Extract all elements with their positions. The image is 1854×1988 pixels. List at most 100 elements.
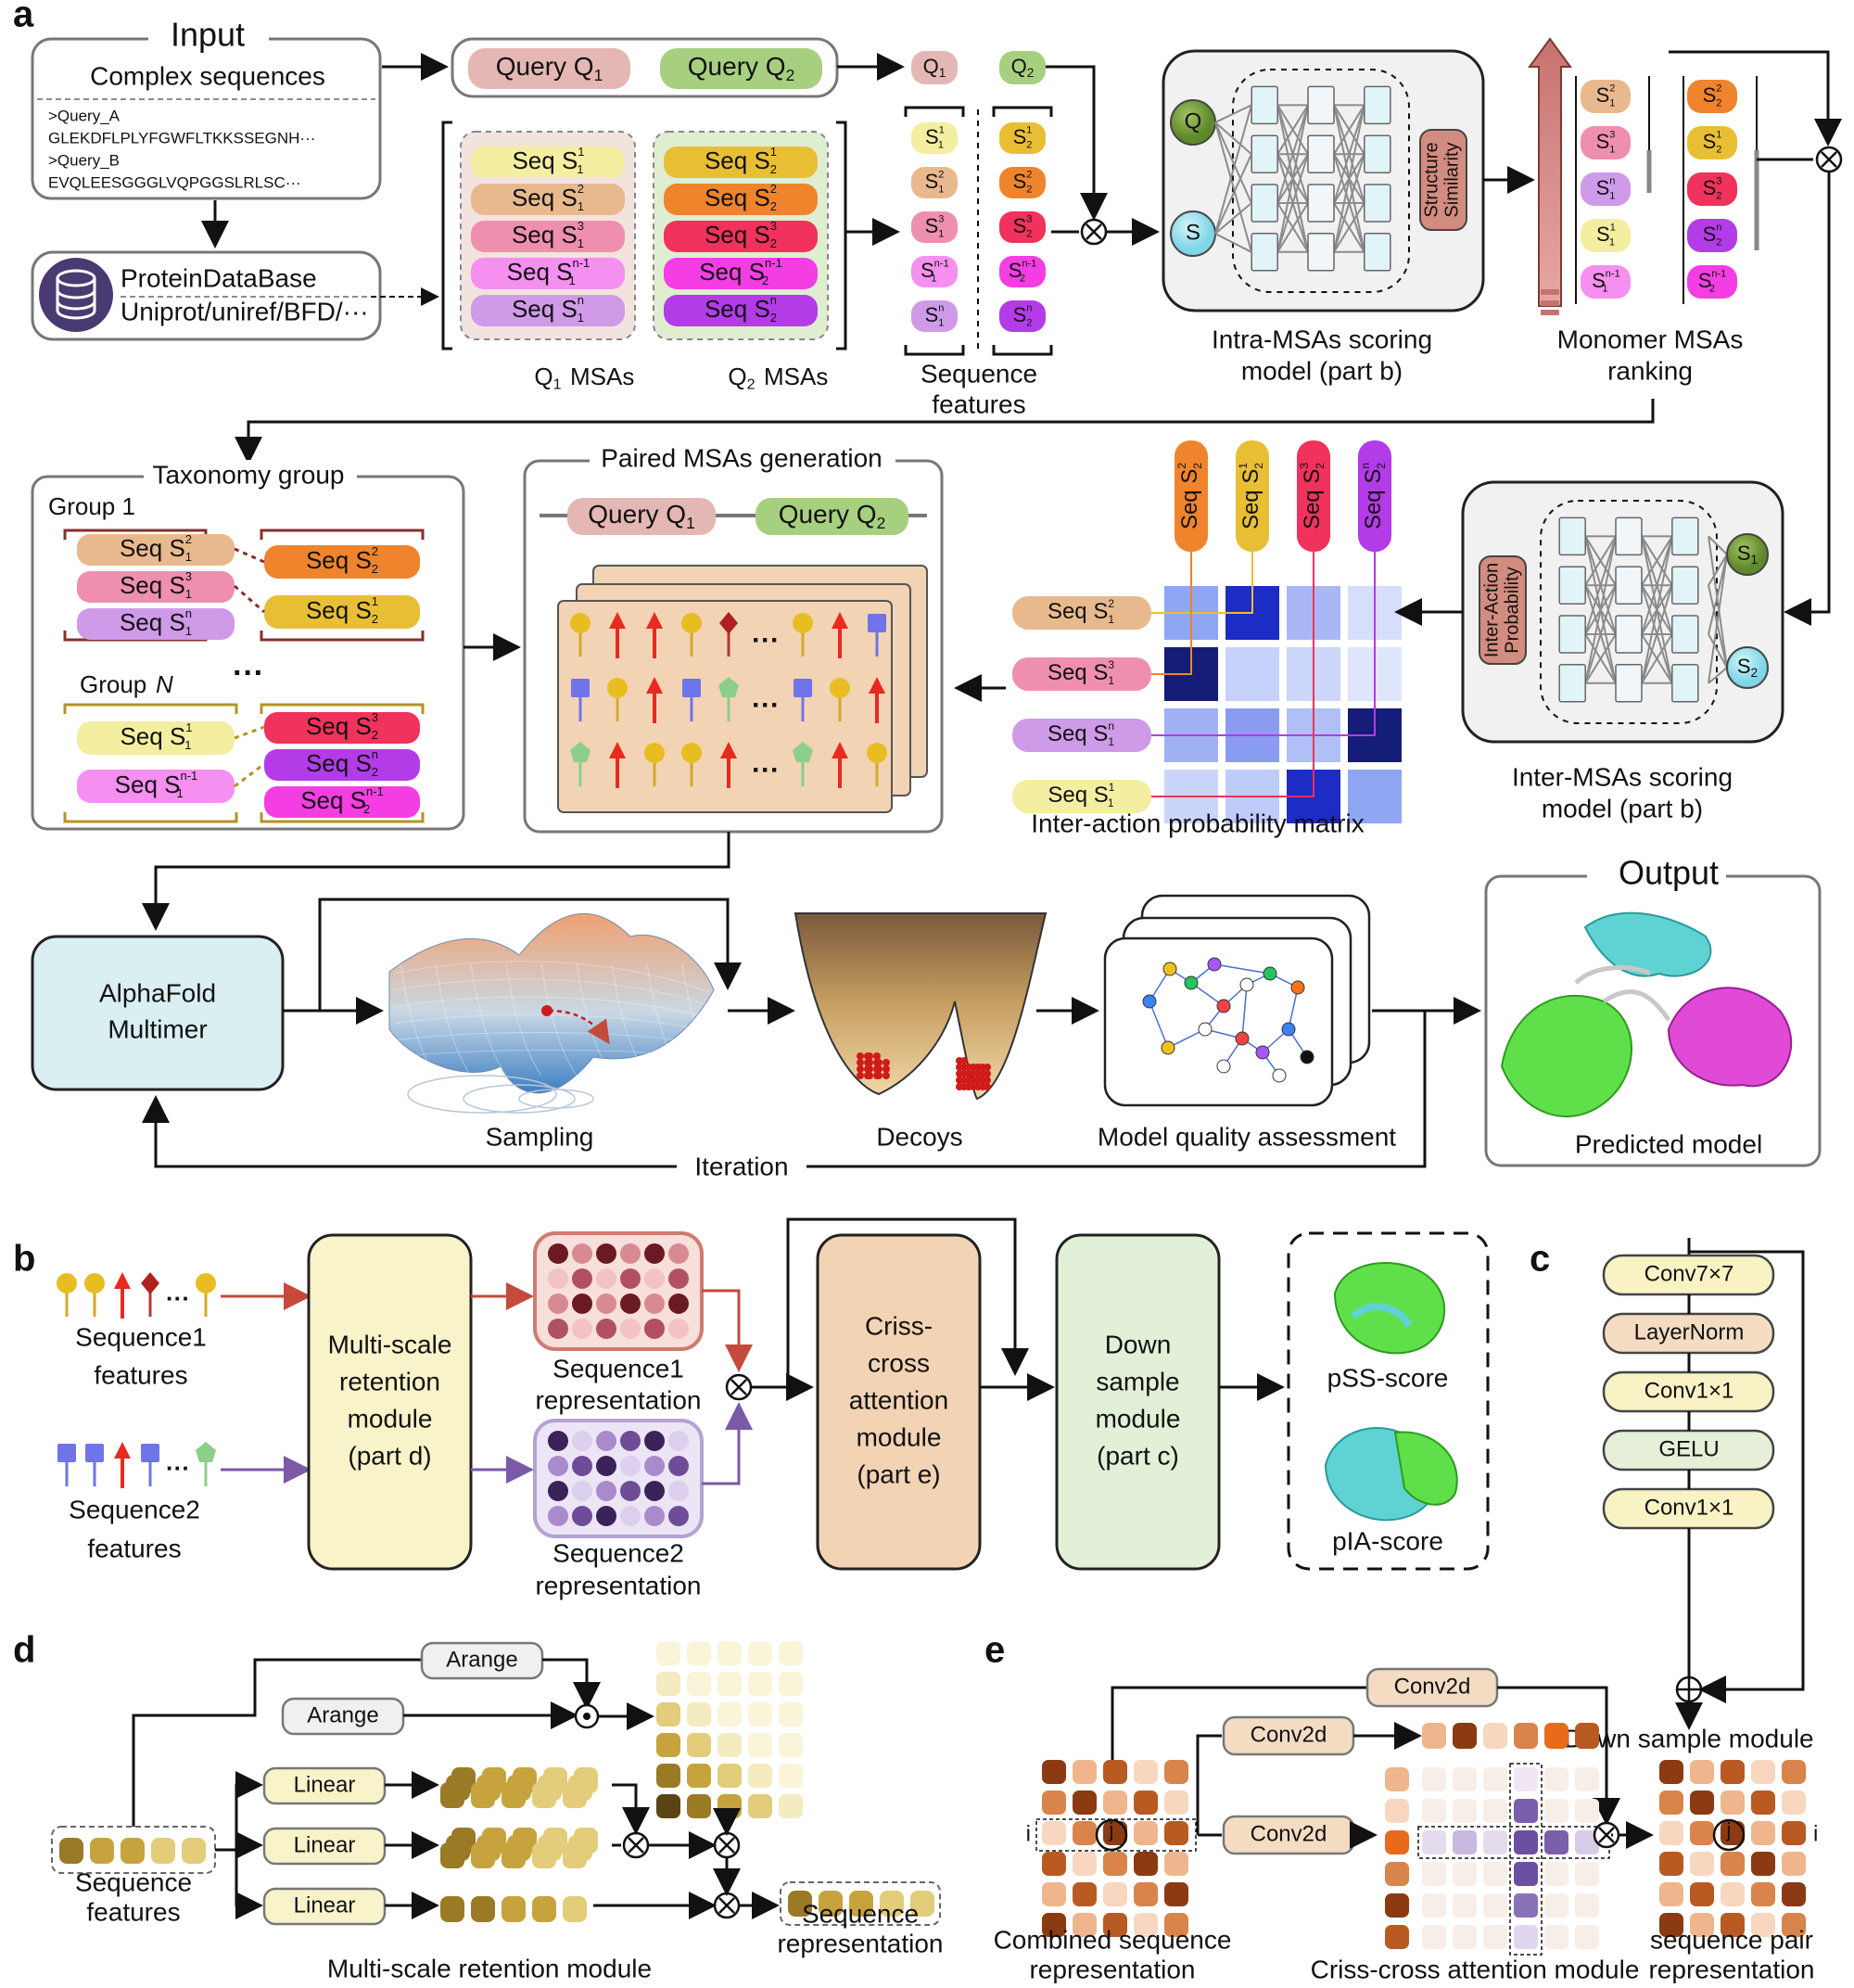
multiply-cross [730,1379,747,1395]
graph-node [1290,980,1305,995]
network-node [1671,516,1699,556]
qk-token [471,1782,495,1808]
multiply-operator [713,1892,741,1919]
network-node [1558,615,1586,654]
network-edge [1333,104,1365,155]
glyph-ball [644,743,665,763]
decay-cell [779,1794,803,1818]
network-edge [1276,202,1309,253]
model-output-label: S2 [1737,655,1758,680]
input-sequence-line: EVQLEESGGGLVQPGGSLRLSC··· [48,173,301,191]
sampling-point [541,1005,552,1016]
qk-token [502,1782,526,1808]
pill-shape [999,122,1046,154]
decay-cell [656,1672,680,1696]
network-node [1558,664,1586,703]
decay-cell [748,1672,772,1696]
pair-cell [1659,1760,1683,1784]
model-input-label: S [1186,220,1200,245]
add-operator [1678,1678,1700,1701]
q2-msa-label: MSAs [764,363,828,390]
pss-structure [1351,1303,1413,1329]
decoy-point [883,1072,890,1079]
network-node [1307,184,1335,223]
e-key-token [1575,1723,1599,1749]
feature-q2: Q2 [999,51,1046,84]
e-attention-cell [1514,1767,1538,1791]
glyph-ball [793,613,813,633]
glyph-ball [84,1273,105,1293]
graph-node [1161,1040,1175,1055]
representation-dot [548,1243,568,1264]
landscape-gridline [505,963,542,1077]
e-attention-cell [1422,1799,1446,1823]
network-node [1558,516,1586,556]
v-token [440,1896,464,1922]
pill-shape [911,51,958,84]
funnel-shape [794,912,1048,1101]
model-input-label: Q [1185,108,1202,134]
multiply-cross [1821,151,1837,168]
alphafold-label: AlphaFold [99,978,216,1007]
glyph-square [85,1444,104,1462]
network-edge [1708,667,1728,684]
pair-cell [1073,1821,1097,1845]
representation-dot [596,1293,616,1314]
conv-top: Conv2d [1365,1667,1499,1708]
decay-cell [717,1641,742,1665]
decay-cell [748,1702,772,1727]
e-attention-cell [1544,1767,1568,1791]
pair-cell [1782,1821,1806,1845]
network-node [1615,615,1643,654]
e-attention-cell [1514,1799,1538,1823]
network-node [1671,664,1699,703]
network-edge [1214,121,1252,204]
network-edge [1276,105,1309,253]
decay-cell [748,1641,772,1665]
network-node [1251,233,1278,272]
pair-cell [1721,1821,1745,1845]
seq1-features-label: features [94,1360,187,1389]
qk-token [532,1842,556,1868]
e-attention-cell [1422,1925,1446,1949]
conv-top-label: Conv2d [1394,1674,1471,1699]
v-token [502,1896,526,1922]
decay-cell [687,1794,711,1818]
pair-cell [1103,1913,1127,1937]
landscape-gridline [611,963,648,1077]
panel-letter-e: e [984,1630,1005,1671]
network-edge [1214,104,1252,123]
representation-dot [620,1293,641,1314]
cca-box-label: Criss- [865,1311,933,1340]
e-index-i: i [1026,1821,1031,1846]
e-mid-caption: Criss-cross attention module [1311,1955,1640,1983]
arange-2: Arange [281,1697,405,1736]
pill-shape [567,498,716,535]
graph-edge [1288,987,1299,1030]
e-attention-cell [1453,1767,1477,1791]
e-attention-cell [1514,1830,1538,1854]
e-query-token [1385,1799,1409,1823]
pill-shape [264,786,420,818]
e-key-token [1453,1723,1477,1749]
pill-shape [264,545,420,579]
pill-label: Q2 [1011,55,1035,80]
glyph-diamond [141,1272,159,1294]
